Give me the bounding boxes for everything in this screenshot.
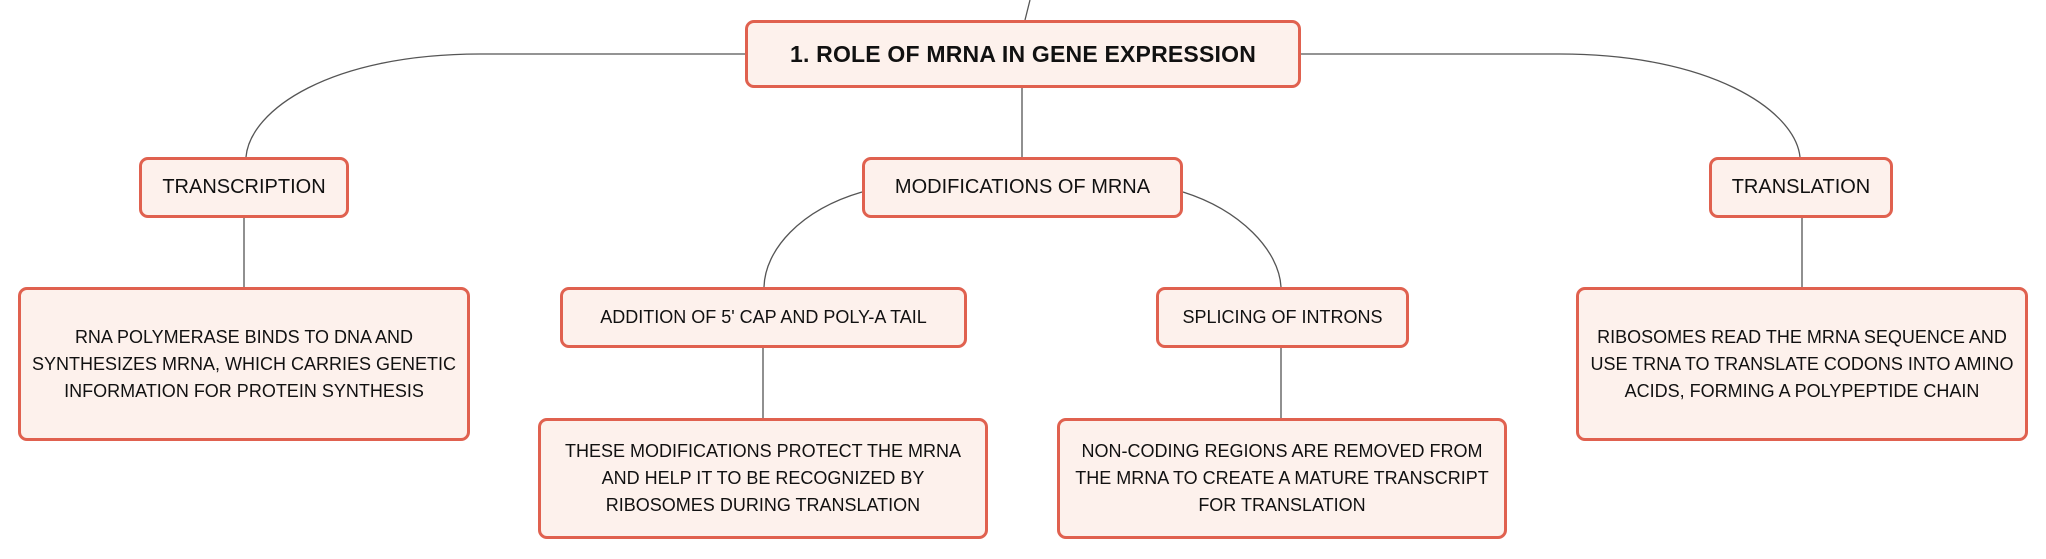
detail-text-transcription: RNA POLYMERASE BINDS TO DNA AND SYNTHESI… xyxy=(31,326,457,401)
topic-node-translation[interactable]: TRANSLATION xyxy=(1709,157,1893,218)
detail-node-splicing[interactable]: NON-CODING REGIONS ARE REMOVED FROM THE … xyxy=(1057,418,1507,539)
connector-modifications-to-splicing xyxy=(1182,191,1282,288)
detail-node-cap-tail[interactable]: THESE MODIFICATIONS PROTECT THE MRNA AND… xyxy=(538,418,988,539)
detail-node-transcription[interactable]: RNA POLYMERASE BINDS TO DNA AND SYNTHESI… xyxy=(18,287,470,441)
subtopic-node-splicing[interactable]: SPLICING OF INTRONS xyxy=(1156,287,1409,348)
subtopic-label-splicing: SPLICING OF INTRONS xyxy=(1182,307,1383,327)
root-label: 1. ROLE OF MRNA IN GENE EXPRESSION xyxy=(789,40,1256,67)
subtopic-label-cap-tail: ADDITION OF 5' CAP AND POLY-A TAIL xyxy=(600,307,927,327)
topic-node-transcription[interactable]: TRANSCRIPTION xyxy=(139,157,349,218)
detail-text-cap-tail: THESE MODIFICATIONS PROTECT THE MRNA AND… xyxy=(564,441,962,515)
detail-text-translation: RIBOSOMES READ THE MRNA SEQUENCE AND USE… xyxy=(1590,326,2014,401)
connector-root-to-transcription xyxy=(245,53,745,158)
connector-modifications-to-cap-tail xyxy=(763,191,863,288)
topic-label-translation: TRANSLATION xyxy=(1731,176,1871,198)
topic-label-modifications: MODIFICATIONS OF MRNA xyxy=(894,176,1151,198)
subtopic-node-cap-tail[interactable]: ADDITION OF 5' CAP AND POLY-A TAIL xyxy=(560,287,967,348)
detail-node-translation[interactable]: RIBOSOMES READ THE MRNA SEQUENCE AND USE… xyxy=(1576,287,2028,441)
connector-root-to-translation xyxy=(1301,53,1801,158)
detail-text-splicing: NON-CODING REGIONS ARE REMOVED FROM THE … xyxy=(1075,441,1489,515)
root-node[interactable]: 1. ROLE OF MRNA IN GENE EXPRESSION xyxy=(745,20,1301,88)
connector-parent-to-root xyxy=(1024,0,1031,21)
topic-label-transcription: TRANSCRIPTION xyxy=(162,176,326,198)
topic-node-modifications[interactable]: MODIFICATIONS OF MRNA xyxy=(862,157,1183,218)
